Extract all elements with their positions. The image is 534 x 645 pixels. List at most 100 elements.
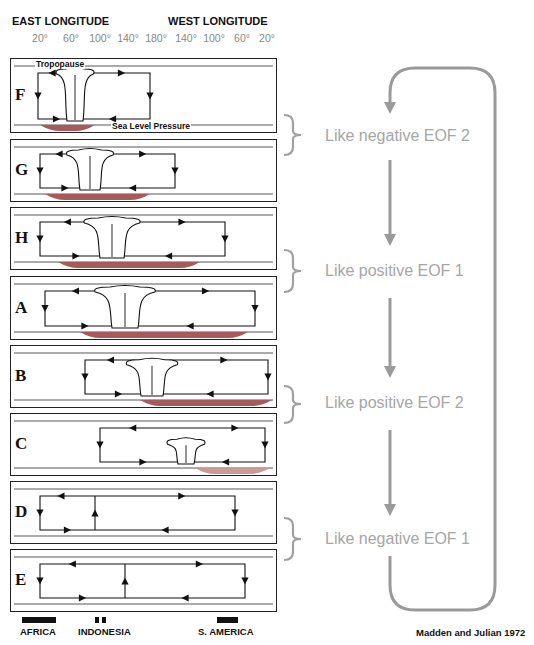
convective-cloud bbox=[167, 438, 205, 464]
flow-arrowhead bbox=[96, 441, 103, 448]
panel-box: A bbox=[10, 276, 277, 340]
circulation-cell bbox=[95, 496, 235, 530]
pressure-line bbox=[14, 604, 273, 605]
flow-arrowhead bbox=[181, 594, 188, 601]
flow-arrowhead bbox=[129, 424, 136, 431]
tropopause-line bbox=[14, 353, 273, 354]
flow-arrowhead bbox=[231, 509, 238, 516]
low-pressure-shading bbox=[80, 332, 248, 338]
flow-arrowhead bbox=[161, 526, 168, 533]
eof-label: Like positive EOF 1 bbox=[325, 262, 464, 280]
cloud-detail bbox=[125, 293, 126, 327]
panel-letter: A bbox=[15, 299, 27, 318]
low-pressure-shading bbox=[140, 400, 272, 406]
flow-arrowhead bbox=[171, 167, 178, 174]
panel-letter: E bbox=[15, 571, 26, 590]
longitude-tick: 60° bbox=[234, 33, 250, 45]
panel-letter: G bbox=[15, 161, 28, 180]
panel-box: D bbox=[10, 481, 277, 544]
flow-arrowhead bbox=[61, 184, 68, 191]
flow-arrowhead bbox=[36, 577, 43, 584]
circulation-panel bbox=[14, 215, 273, 268]
flow-arrowhead bbox=[196, 560, 203, 567]
flow-arrowhead bbox=[81, 373, 88, 380]
panel-box: B bbox=[10, 345, 277, 408]
cloud-detail bbox=[75, 75, 76, 120]
longitude-tick: 20° bbox=[259, 33, 275, 45]
eof-label: Like negative EOF 1 bbox=[325, 530, 470, 548]
tropopause-line bbox=[14, 284, 273, 285]
circulation-cell bbox=[125, 564, 245, 598]
flow-arrowhead bbox=[221, 235, 228, 242]
panel-box: F TropopauseSea Level Pressure bbox=[10, 58, 277, 133]
flow-arrowhead bbox=[231, 424, 238, 431]
flow-arrowhead bbox=[178, 218, 185, 225]
circulation-cell bbox=[40, 564, 125, 598]
region-name: INDONESIA bbox=[78, 627, 131, 637]
circulation-panel bbox=[14, 147, 273, 200]
flow-arrowhead bbox=[41, 305, 48, 312]
low-pressure-shading bbox=[40, 125, 95, 131]
flow-arrowhead bbox=[36, 235, 43, 242]
flow-arrowhead bbox=[178, 492, 185, 499]
flow-arrowhead bbox=[36, 167, 43, 174]
longitude-tick: 100° bbox=[203, 33, 225, 45]
cloud-detail bbox=[152, 366, 153, 395]
flow-arrowhead bbox=[55, 150, 62, 157]
tropopause-line bbox=[14, 147, 273, 148]
low-pressure-shading bbox=[45, 194, 150, 200]
circulation-panel bbox=[14, 557, 273, 604]
flow-arrowhead bbox=[220, 356, 227, 363]
longitude-tick: 140° bbox=[175, 33, 197, 45]
flow-arrowhead bbox=[165, 252, 172, 259]
tropopause-line bbox=[14, 557, 273, 558]
panel-box: G bbox=[10, 139, 277, 202]
flow-arrowhead bbox=[241, 577, 248, 584]
tropopause-line bbox=[14, 215, 273, 216]
flow-arrowhead bbox=[72, 252, 79, 259]
flow-arrowhead bbox=[139, 458, 146, 465]
eof-label: Like negative EOF 2 bbox=[325, 127, 470, 145]
flow-arrowhead bbox=[186, 322, 193, 329]
flow-arrowhead bbox=[146, 92, 153, 99]
panel-annotation: Sea Level Pressure bbox=[111, 122, 191, 131]
convective-cloud bbox=[66, 149, 113, 191]
longitude-tick: 20° bbox=[32, 33, 48, 45]
flow-arrowhead bbox=[115, 390, 122, 397]
panel-letter: H bbox=[15, 229, 28, 248]
panel-letter: B bbox=[15, 367, 26, 386]
panel-letter: D bbox=[15, 503, 27, 522]
flow-arrowhead bbox=[264, 373, 271, 380]
flow-arrowhead bbox=[121, 577, 128, 584]
region-name: AFRICA bbox=[20, 627, 56, 637]
panel-letter: F bbox=[15, 86, 25, 105]
circulation-panel bbox=[14, 284, 273, 338]
flow-arrowhead bbox=[222, 458, 229, 465]
convective-cloud bbox=[56, 68, 94, 122]
axis-heading: EAST LONGITUDE bbox=[12, 15, 109, 27]
pressure-line bbox=[14, 536, 273, 537]
flow-arrowhead bbox=[91, 509, 98, 516]
flow-arrowhead bbox=[34, 92, 41, 99]
circulation-cell bbox=[40, 496, 95, 530]
longitude-tick: 60° bbox=[63, 33, 79, 45]
panel-letter: C bbox=[15, 435, 27, 454]
flow-arrowhead bbox=[64, 526, 71, 533]
flow-arrowhead bbox=[139, 150, 146, 157]
convective-cloud bbox=[84, 217, 140, 259]
cloud-detail bbox=[112, 224, 113, 257]
cloud-detail bbox=[186, 445, 187, 463]
flow-arrowhead bbox=[57, 492, 64, 499]
cloud-detail bbox=[90, 156, 91, 189]
flow-arrowhead bbox=[118, 69, 125, 76]
longitude-tick: 100° bbox=[89, 33, 111, 45]
panel-box: H bbox=[10, 207, 277, 270]
flow-arrowhead bbox=[53, 115, 60, 122]
flow-arrowhead bbox=[251, 305, 258, 312]
panel-annotation: Tropopause bbox=[35, 60, 85, 69]
flow-arrowhead bbox=[79, 594, 86, 601]
flow-arrowhead bbox=[48, 69, 55, 76]
flow-arrowhead bbox=[206, 390, 213, 397]
source-credit: Madden and Julian 1972 bbox=[416, 628, 525, 638]
panel-box: E bbox=[10, 549, 277, 612]
